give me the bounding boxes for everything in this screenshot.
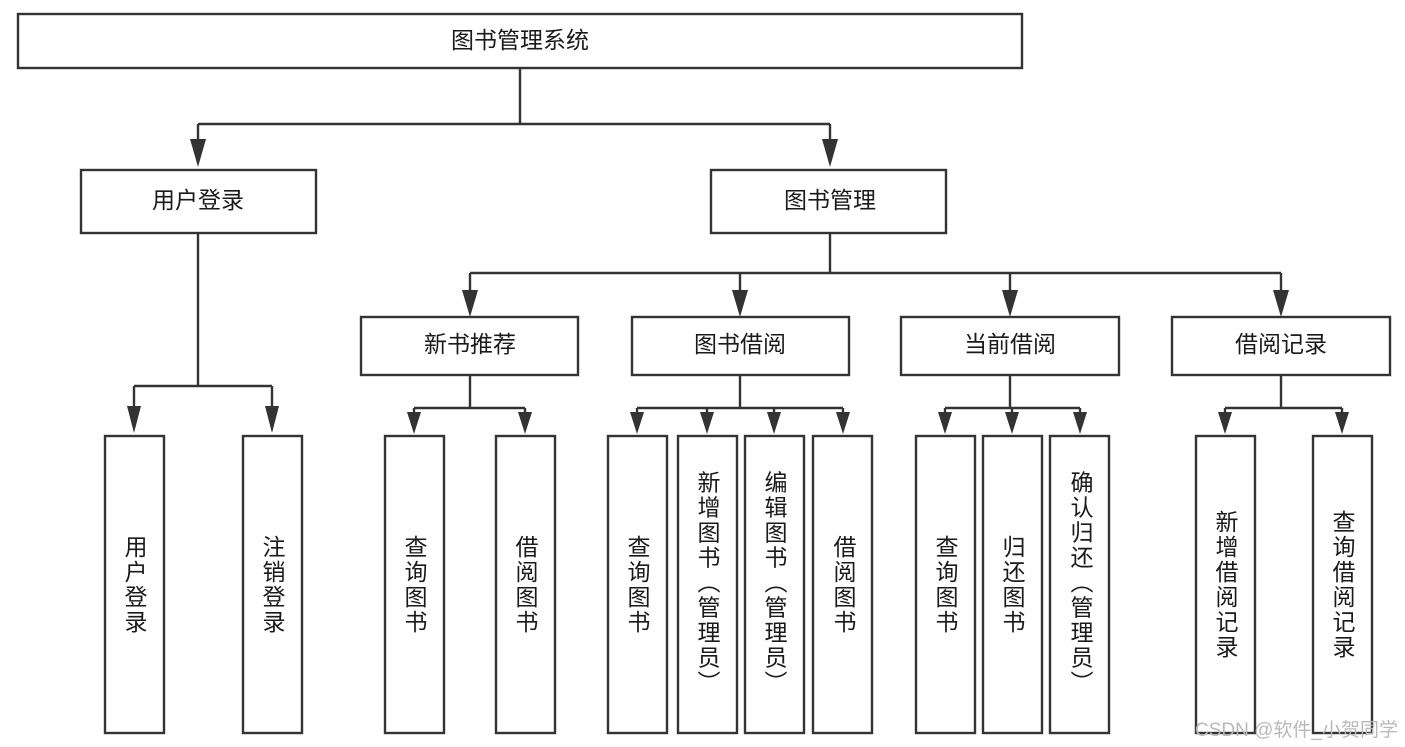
node-root-box — [16, 12, 1024, 70]
leaf-node-book-borrow-1[interactable]: 查询图书 — [606, 434, 669, 735]
node-current-borrow-label: 当前借阅 — [964, 331, 1056, 357]
node-current-borrow-box — [899, 315, 1121, 377]
node-new-book-recommend[interactable]: 新书推荐 — [359, 315, 580, 377]
arrow-head-book-borrow-leaf2 — [700, 412, 714, 434]
node-book-borrow-label: 图书借阅 — [694, 331, 786, 357]
arrow-head-current-borrow-leaf3 — [1073, 412, 1087, 434]
leaf-label-new-book-2: 借阅图书 — [512, 535, 539, 635]
leaf-node-user-login-1[interactable]: 用户登录 — [103, 434, 166, 735]
leaf-label-user-login-1: 用户登录 — [121, 535, 148, 635]
node-book-management-label: 图书管理 — [784, 187, 876, 213]
node-book-borrow[interactable]: 图书借阅 — [630, 315, 851, 377]
leaf-label-new-book-1: 查询图书 — [401, 535, 428, 635]
connector-group-new-book — [407, 375, 532, 434]
leaf-node-book-borrow-4[interactable]: 借阅图书 — [811, 434, 874, 735]
arrow-head-current-borrow-leaf2 — [1005, 412, 1019, 434]
leaf-node-current-borrow-1[interactable]: 查询图书 — [914, 434, 977, 735]
arrow-head-current-borrow — [1002, 290, 1018, 317]
leaf-label-current-borrow-1: 查询图书 — [932, 535, 959, 635]
leaf-label-book-borrow-2: 新增图书（管理员） — [694, 471, 721, 696]
leaf-node-user-login-2[interactable]: 注销登录 — [241, 434, 304, 735]
leaf-node-new-book-2[interactable]: 借阅图书 — [494, 434, 557, 735]
arrow-head-user-login-leaf2 — [265, 406, 279, 433]
leaf-label-current-borrow-2: 归还图书 — [999, 535, 1026, 635]
arrow-head-book-mgmt — [822, 139, 838, 167]
arrow-head-borrow-record — [1273, 290, 1289, 317]
node-new-book-recommend-label: 新书推荐 — [424, 331, 516, 357]
leaf-box-book-borrow-4 — [811, 434, 874, 735]
arrow-head-new-book-leaf2 — [518, 412, 532, 434]
leaf-box-current-borrow-2 — [981, 434, 1044, 735]
leaf-box-new-book-1 — [383, 434, 446, 735]
leaf-box-current-borrow-1 — [914, 434, 977, 735]
arrow-head-book-borrow-leaf4 — [836, 412, 850, 434]
arrow-head-borrow-record-leaf1 — [1218, 412, 1232, 434]
leaf-label-book-borrow-1: 查询图书 — [624, 535, 651, 635]
node-book-borrow-box — [630, 315, 851, 377]
node-new-book-recommend-box — [359, 315, 580, 377]
leaf-label-current-borrow-3: 确认归还（管理员） — [1067, 471, 1094, 696]
leaf-node-book-borrow-3[interactable]: 编辑图书（管理员） — [743, 434, 806, 735]
connector-group-root — [190, 68, 838, 167]
connector-group-book-mgmt — [462, 233, 1289, 317]
connector-group-user-login — [127, 233, 279, 433]
node-book-management-box — [709, 168, 948, 235]
leaf-node-borrow-record-2[interactable]: 查询借阅记录 — [1311, 434, 1374, 735]
leaf-label-borrow-record-1: 新增借阅记录 — [1212, 510, 1239, 660]
leaf-box-new-book-2 — [494, 434, 557, 735]
node-current-borrow[interactable]: 当前借阅 — [899, 315, 1121, 377]
leaf-node-book-borrow-2[interactable]: 新增图书（管理员） — [676, 434, 739, 735]
leaf-box-current-borrow-3 — [1048, 434, 1111, 735]
csdn-watermark: CSDN @软件_小贺同学 — [1195, 719, 1398, 741]
arrow-head-current-borrow-leaf1 — [938, 412, 952, 434]
arrow-head-user-login — [190, 139, 206, 167]
leaf-node-borrow-record-1[interactable]: 新增借阅记录 — [1194, 434, 1257, 735]
arrow-head-book-borrow-leaf1 — [630, 412, 644, 434]
arrow-head-borrow-record-leaf2 — [1335, 412, 1349, 434]
leaf-label-book-borrow-4: 借阅图书 — [830, 535, 857, 635]
leaf-node-new-book-1[interactable]: 查询图书 — [383, 434, 446, 735]
node-root-label: 图书管理系统 — [451, 27, 589, 53]
leaf-box-user-login-2 — [241, 434, 304, 735]
leaf-box-borrow-record-2 — [1311, 434, 1374, 735]
connector-group-book-borrow — [630, 375, 850, 434]
node-borrow-record-box — [1170, 315, 1392, 377]
leaf-node-current-borrow-2[interactable]: 归还图书 — [981, 434, 1044, 735]
arrow-head-book-borrow — [732, 290, 748, 317]
arrow-head-user-login-leaf1 — [127, 406, 141, 433]
node-root-system[interactable]: 图书管理系统 — [16, 12, 1024, 70]
leaf-label-user-login-2: 注销登录 — [259, 535, 286, 635]
node-user-login-box — [79, 168, 318, 235]
node-user-login-label: 用户登录 — [152, 187, 244, 213]
arrow-head-book-borrow-leaf3 — [767, 412, 781, 434]
leaf-box-borrow-record-1 — [1194, 434, 1257, 735]
node-book-management[interactable]: 图书管理 — [709, 168, 948, 235]
arrow-head-new-book-leaf1 — [407, 412, 421, 434]
node-user-login[interactable]: 用户登录 — [79, 168, 318, 235]
arrow-head-new-book — [462, 290, 478, 317]
leaf-label-borrow-record-2: 查询借阅记录 — [1329, 510, 1356, 660]
node-borrow-record-label: 借阅记录 — [1235, 331, 1327, 357]
leaf-label-book-borrow-3: 编辑图书（管理员） — [761, 471, 788, 696]
node-borrow-record[interactable]: 借阅记录 — [1170, 315, 1392, 377]
connector-group-current-borrow — [938, 375, 1087, 434]
connector-group-borrow-record — [1218, 375, 1349, 434]
leaf-node-current-borrow-3[interactable]: 确认归还（管理员） — [1048, 434, 1111, 735]
leaf-box-user-login-1 — [103, 434, 166, 735]
leaf-box-book-borrow-2 — [676, 434, 739, 735]
leaf-box-book-borrow-1 — [606, 434, 669, 735]
leaf-box-book-borrow-3 — [743, 434, 806, 735]
